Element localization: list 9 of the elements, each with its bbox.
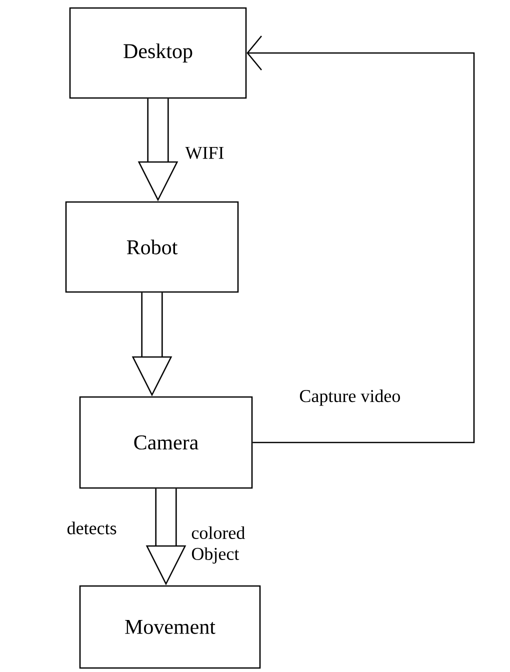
annotation-text: colored Object xyxy=(192,526,245,564)
process-box: Camera xyxy=(79,396,253,489)
edge-label: detects xyxy=(67,522,116,534)
process-box: Desktop xyxy=(69,7,247,99)
edge-label: Capture video xyxy=(300,389,400,406)
process-box: Movement xyxy=(79,585,261,669)
process-box: Robot xyxy=(65,201,239,293)
arrow xyxy=(246,36,475,444)
edge-label: WIFI xyxy=(185,146,224,160)
